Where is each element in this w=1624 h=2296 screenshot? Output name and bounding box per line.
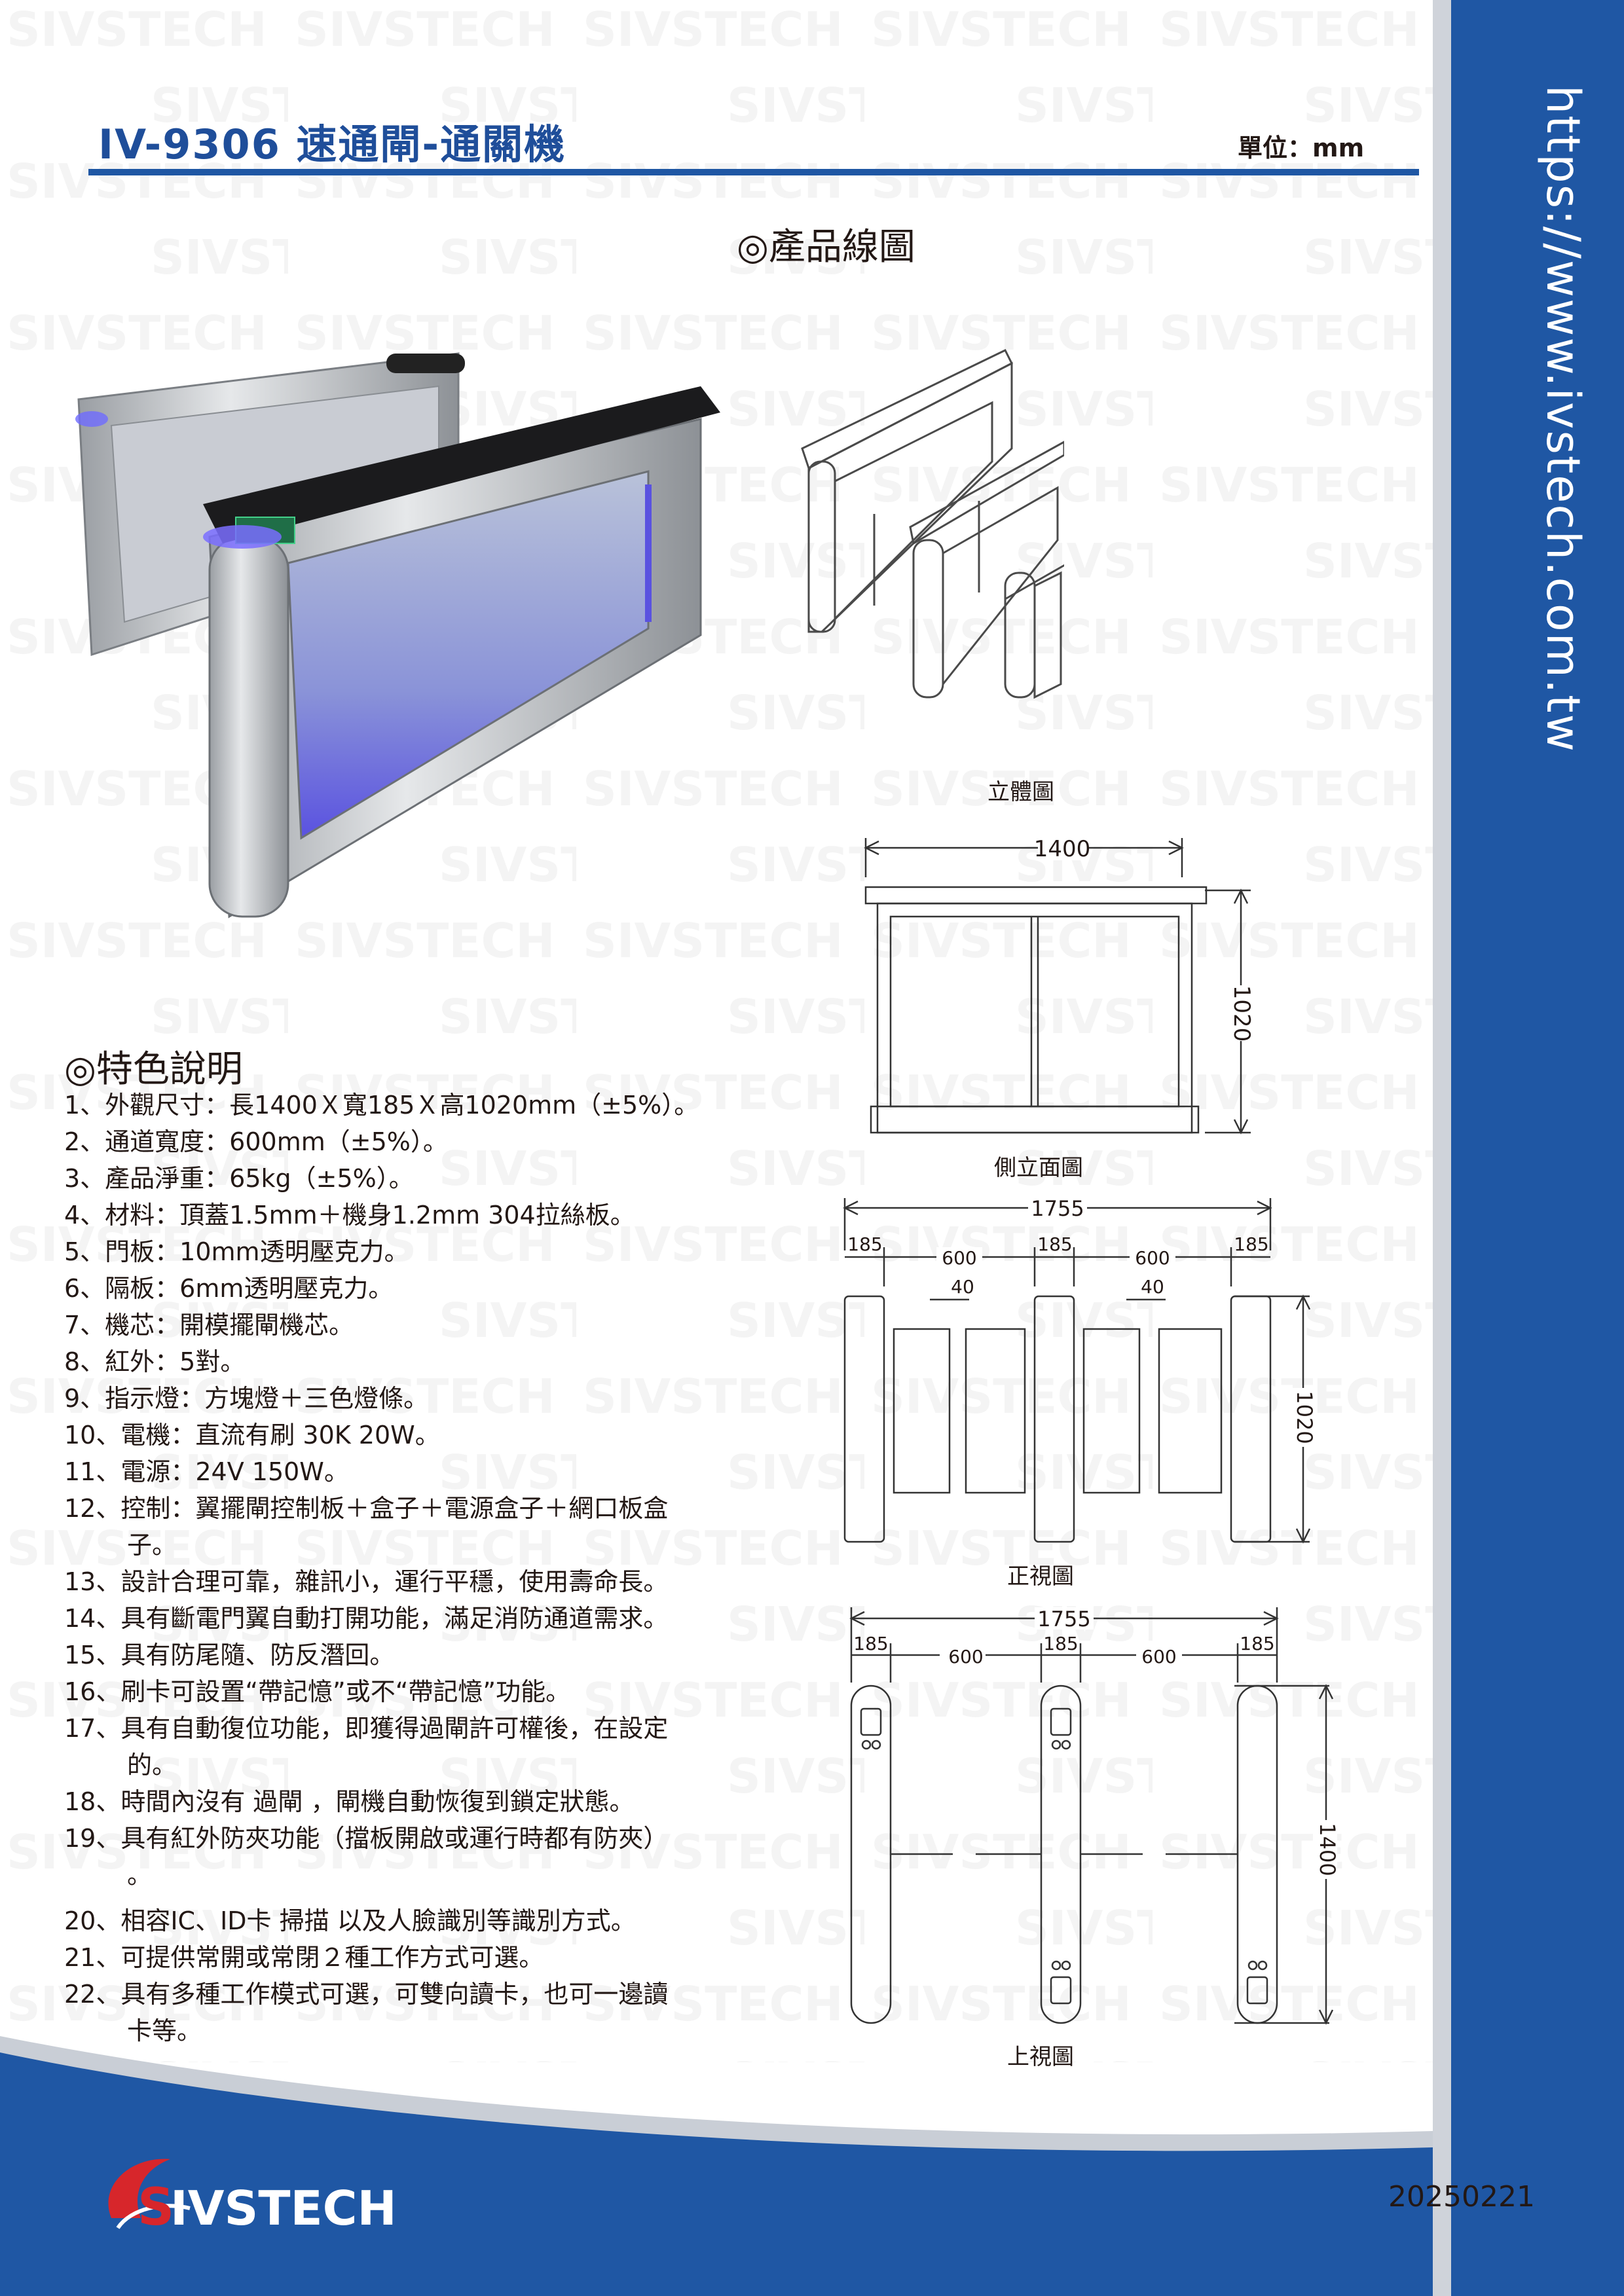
feature-item: 16、刷卡可設置“帶記憶”或不“帶記憶”功能。 (64, 1677, 571, 1706)
side-height-label: 1020 (1228, 985, 1255, 1042)
front-185a-label: 185 (847, 1233, 882, 1255)
website-url[interactable]: https://www.ivstech.com.tw (1536, 85, 1590, 753)
drawings-section-title: ◎產品線圖 (737, 226, 915, 268)
company-logo: S IVSTECH (108, 2159, 397, 2237)
feature-list: 1、外觀尺寸：長1400Ｘ寬185Ｘ高1020mm（±5%）。 2、通道寬度：6… (64, 1087, 778, 2049)
feature-item: 1、外觀尺寸：長1400Ｘ寬185Ｘ高1020mm（±5%）。 (64, 1091, 699, 1120)
feature-item: 22、具有多種工作模式可選，可雙向讀卡，也可一邊讀 (64, 1980, 669, 2009)
side-elevation-drawing: 1400 1020 (864, 836, 1255, 1135)
front-view-drawing: 1755 185 600 185 600 185 40 40 1020 (843, 1196, 1313, 1544)
feature-item: 12、控制：翼擺閘控制板＋盒子＋電源盒子＋網口板盒 (64, 1494, 669, 1523)
feature-item: 8、紅外：5對。 (64, 1347, 246, 1376)
top-depth-label: 1400 (1315, 1823, 1340, 1876)
feature-item: 14、具有斷電門翼自動打開功能，滿足消防通道需求。 (64, 1604, 669, 1633)
svg-text:S: S (138, 2178, 174, 2237)
right-sidebar (1433, 0, 1624, 2296)
document-date: 20250221 (1388, 2180, 1535, 2214)
feature-item: 18、時間內沒有 過閘 ，閘機自動恢復到鎖定狀態。 (64, 1787, 635, 1816)
product-photo (75, 352, 720, 919)
footer-wave (0, 2036, 1433, 2296)
top-185b-label: 185 (1043, 1633, 1078, 1654)
top-view-drawing: 1755 185 600 185 600 185 1400 (849, 1607, 1340, 2025)
front-185b-label: 185 (1037, 1233, 1072, 1255)
feature-item: 9、指示燈：方塊燈＋三色燈條。 (64, 1384, 429, 1413)
feature-item: 19、具有紅外防夾功能（擋板開啟或運行時都有防夾） (64, 1824, 669, 1853)
feature-item: 11、電源：24V 150W。 (64, 1457, 349, 1486)
front-height-label: 1020 (1292, 1391, 1313, 1444)
top-total-label: 1755 (1037, 1607, 1090, 1631)
side-width-label: 1400 (1034, 836, 1091, 862)
feature-item-continued: 卡等。 (127, 2016, 202, 2045)
unit-label: 單位：mm (1238, 134, 1365, 162)
page-title: IV-9306 速通閘-通關機 (98, 120, 566, 168)
feature-item-continued: 。 (127, 1861, 153, 1889)
feature-item: 10、電機：直流有刷 30K 20W。 (64, 1421, 440, 1449)
top-185c-label: 185 (1240, 1633, 1274, 1654)
front-gap2-label: 40 (1141, 1276, 1164, 1298)
front-600a-label: 600 (942, 1247, 976, 1269)
side-caption: 側立面圖 (994, 1155, 1083, 1181)
feature-item-continued: 子。 (127, 1531, 177, 1559)
feature-item: 7、機芯：開模擺閘機芯。 (64, 1311, 354, 1339)
front-total-label: 1755 (1031, 1196, 1084, 1221)
svg-text:IVSTECH: IVSTECH (170, 2181, 397, 2236)
front-185c-label: 185 (1234, 1233, 1268, 1255)
iso-caption: 立體圖 (987, 779, 1054, 805)
isometric-drawing (801, 349, 1064, 699)
feature-item: 20、相容IC、ID卡 掃描 以及人臉識別等識別方式。 (64, 1906, 636, 1935)
top-600b-label: 600 (1141, 1646, 1176, 1667)
header-rule (88, 169, 1419, 175)
feature-item: 2、通道寬度：600mm（±5%）。 (64, 1127, 448, 1156)
front-caption: 正視圖 (1007, 1563, 1074, 1590)
feature-item-continued: 的。 (127, 1751, 177, 1779)
feature-item: 15、具有防尾隨、防反潛回。 (64, 1641, 395, 1669)
feature-item: 21、可提供常開或常閉２種工作方式可選。 (64, 1943, 544, 1972)
top-caption: 上視圖 (1007, 2044, 1074, 2070)
feature-item: 3、產品淨重：65kg（±5%）。 (64, 1164, 414, 1193)
top-185a-label: 185 (853, 1633, 888, 1654)
feature-item: 4、材料：頂蓋1.5mm＋機身1.2mm 304拉絲板。 (64, 1201, 635, 1230)
feature-item: 6、隔板：6mm透明壓克力。 (64, 1274, 394, 1303)
feature-item: 17、具有自動復位功能，即獲得過閘許可權後，在設定 (64, 1714, 669, 1743)
feature-item: 5、門板：10mm透明壓克力。 (64, 1237, 409, 1266)
front-600b-label: 600 (1135, 1247, 1170, 1269)
feature-item: 13、設計合理可靠，雜訊小，運行平穩，使用壽命長。 (64, 1567, 669, 1596)
top-600a-label: 600 (948, 1646, 983, 1667)
features-section-title: ◎特色說明 (64, 1048, 243, 1091)
front-gap1-label: 40 (951, 1276, 974, 1298)
